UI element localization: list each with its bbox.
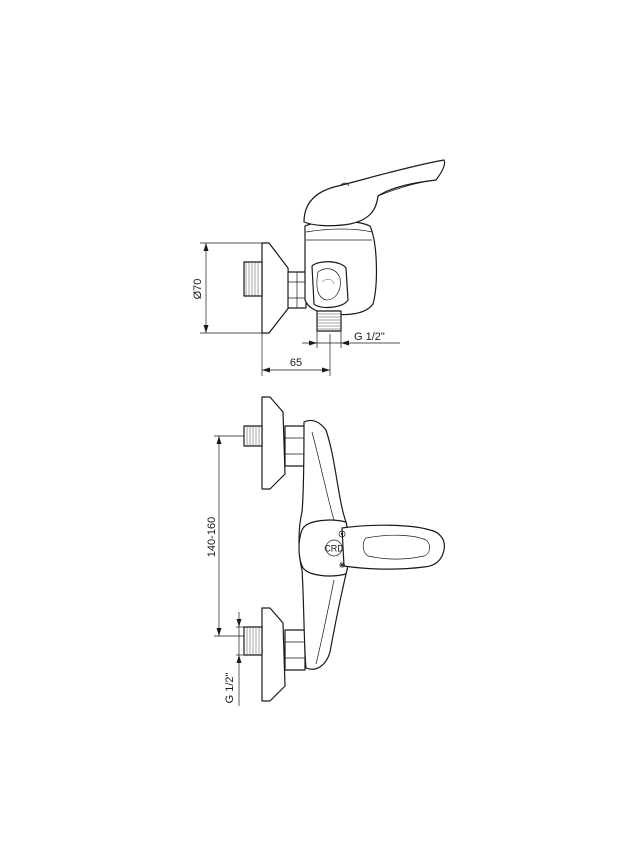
dim-diameter-label: Ø70 <box>192 279 204 300</box>
side-union-nut <box>287 271 307 309</box>
front-lower-flange <box>261 607 286 702</box>
dim-thread-front <box>236 612 244 706</box>
front-lower-connection <box>243 607 306 702</box>
front-handle-base <box>298 519 350 577</box>
front-lever-handle <box>341 524 445 570</box>
dim-depth-label: 65 <box>290 357 302 369</box>
dim-spacing <box>214 435 244 637</box>
front-view: CRD 140-160 G 1/2 <box>206 396 445 706</box>
dim-spacing-label: 140-160 <box>206 517 218 557</box>
dim-diameter <box>200 242 262 334</box>
dim-thread-front-label: G 1/2" <box>224 673 236 704</box>
front-upper-connection <box>243 396 306 490</box>
side-outlet-collar <box>311 261 349 309</box>
front-upper-flange <box>261 396 286 490</box>
dim-depth <box>261 333 331 376</box>
hot-water-icon <box>338 530 346 538</box>
side-lever-handle <box>303 159 446 227</box>
svg-text:CRD: CRD <box>324 544 344 554</box>
dim-thread-side-label: G 1/2" <box>354 331 385 343</box>
side-outlet-thread <box>316 310 342 332</box>
cold-water-icon <box>339 562 345 568</box>
side-view: Ø70 65 G 1/2" <box>192 159 446 376</box>
side-wall-nipple <box>243 261 263 297</box>
brand-logo: CRD <box>324 539 344 557</box>
dim-thread-side <box>302 331 400 348</box>
side-flange <box>261 242 291 334</box>
